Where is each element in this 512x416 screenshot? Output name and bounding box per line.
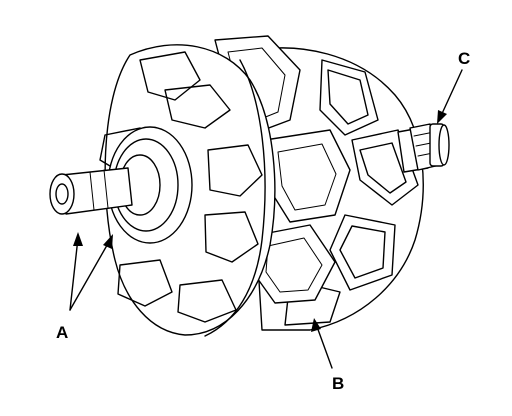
callout-arrows [69,69,463,369]
rotor-claw-fingers [214,35,351,304]
rear-shaft [397,123,450,173]
label-a: A [56,323,68,342]
bearing-hub [107,126,193,244]
front-shaft [49,167,133,215]
label-c: C [458,49,470,68]
label-b: B [332,374,344,393]
